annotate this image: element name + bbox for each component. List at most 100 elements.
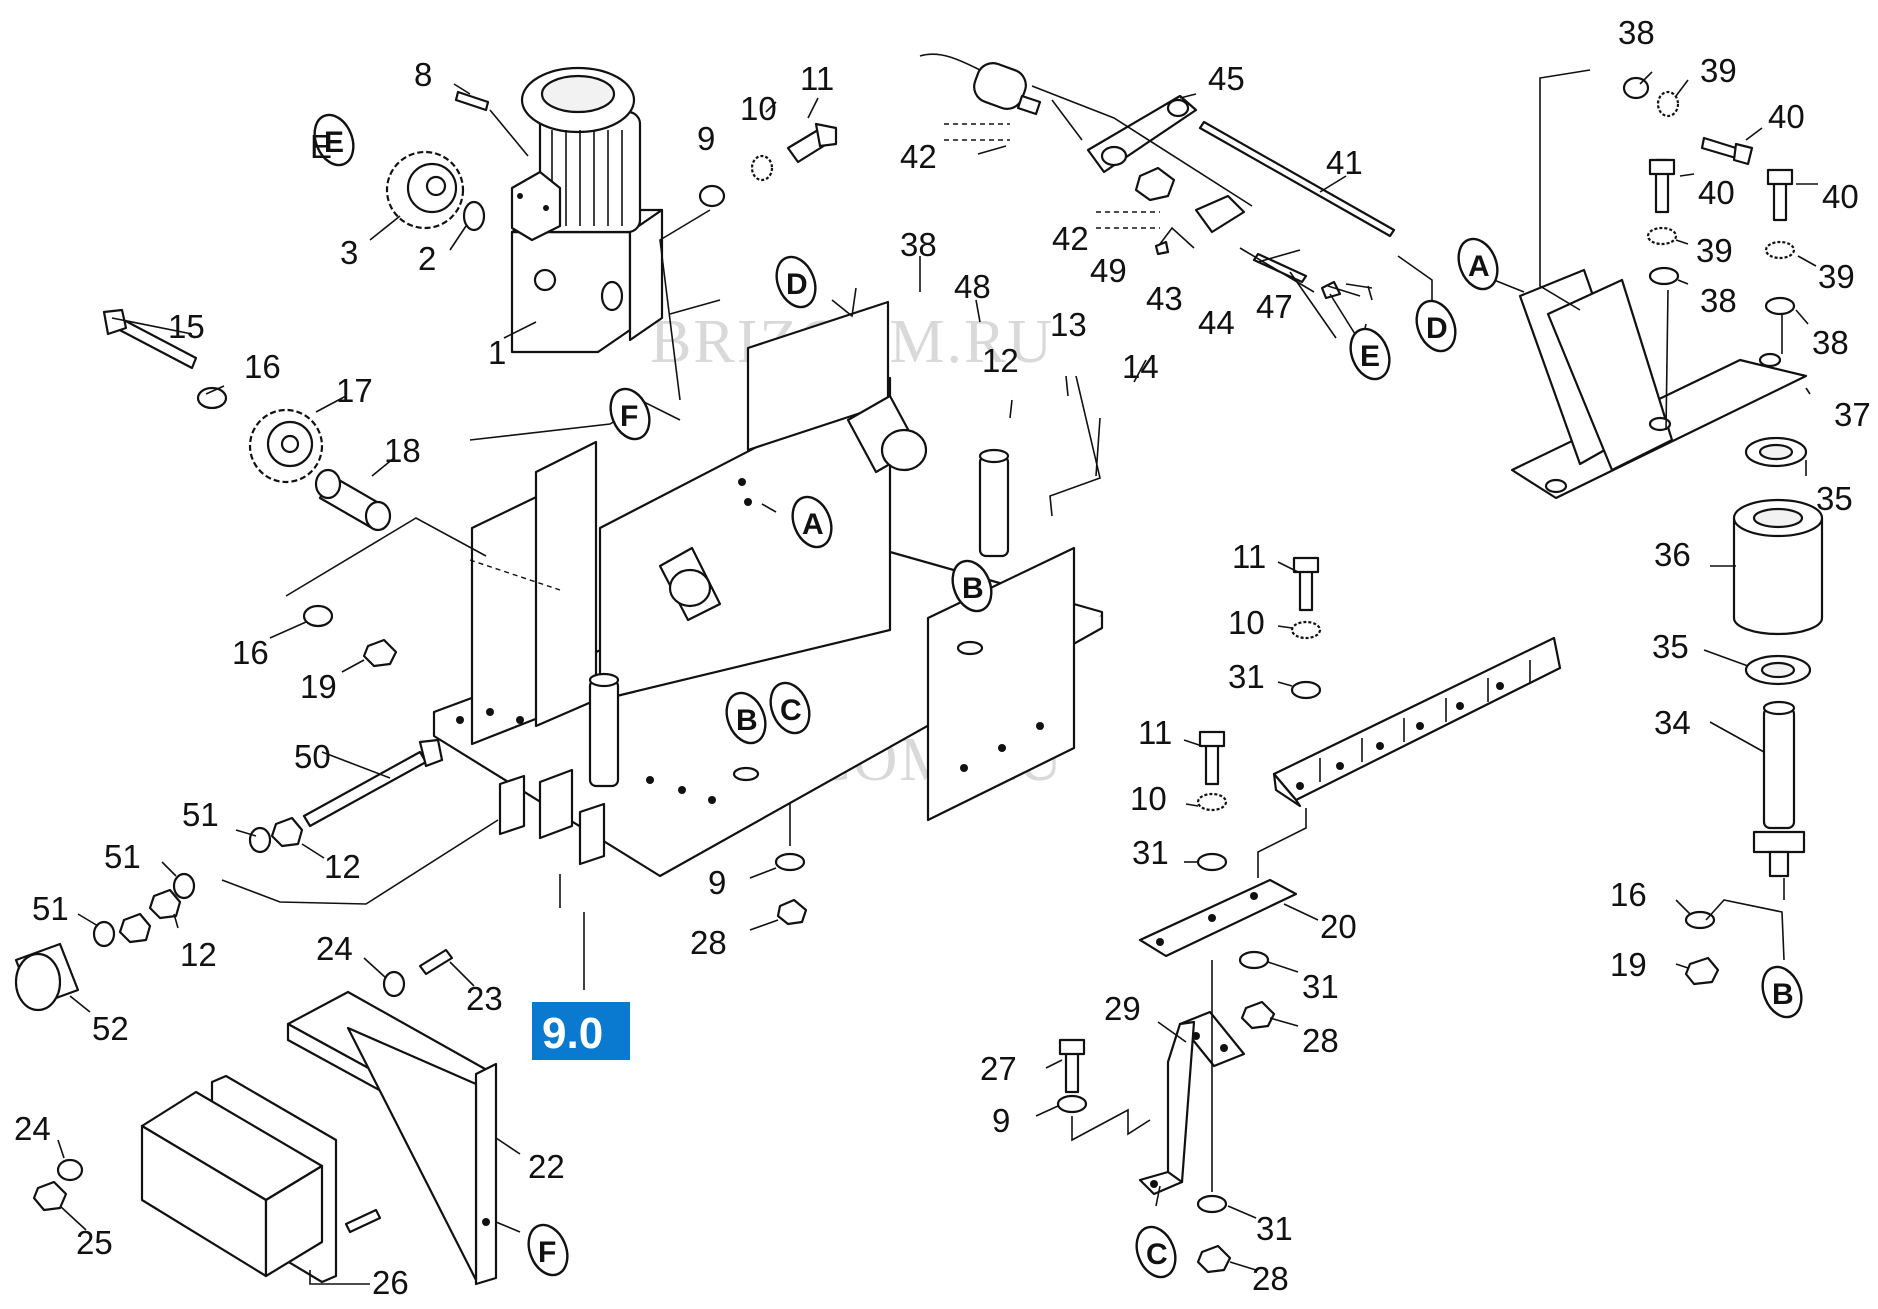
part-label: 24: [14, 1110, 51, 1147]
part-label: 8: [414, 56, 432, 93]
part-label: 26: [372, 1264, 409, 1301]
page-badge-text: 9.0: [542, 1009, 603, 1058]
washer-2: [462, 200, 486, 232]
svg-text:E: E: [1360, 340, 1380, 373]
sensor-bracket-45: [1086, 94, 1198, 174]
washer-51-b: [172, 872, 196, 900]
svg-text:D: D: [786, 268, 808, 301]
threaded-rod-41: [1198, 120, 1396, 238]
bolt-27-head: [1058, 1038, 1086, 1056]
nut-12-c: [118, 912, 152, 944]
part-label: 9: [697, 120, 715, 157]
lockwasher-10-mid-b: [1196, 792, 1228, 812]
gear-motor: [510, 66, 664, 354]
dash-42a: [944, 123, 1010, 141]
part-label: 40: [1822, 178, 1859, 215]
nut-12-a: [270, 816, 304, 848]
part-label: 16: [232, 634, 269, 671]
main-frame: [432, 300, 1104, 878]
washer-16-low: [302, 604, 334, 628]
part-label: 3: [340, 234, 358, 271]
part-label: 18: [384, 432, 421, 469]
washer-51-c: [92, 920, 116, 948]
part-label: 16: [1610, 876, 1647, 913]
svg-text:B: B: [1772, 978, 1794, 1011]
part-label: 38: [900, 226, 937, 263]
bearing-35-top: [1744, 436, 1808, 468]
lockwasher-10-top: [750, 154, 774, 182]
part-label: 29: [1104, 990, 1141, 1027]
part-label: 27: [980, 1050, 1017, 1087]
part-label: 31: [1228, 658, 1265, 695]
part-label: 35: [1816, 480, 1853, 517]
part-label: 11: [800, 60, 834, 97]
part-label: 14: [1122, 348, 1159, 385]
part-label: 16: [244, 348, 281, 385]
nut-28-low: [1240, 1000, 1276, 1030]
part-label: 19: [300, 668, 337, 705]
part-label: 25: [76, 1224, 113, 1261]
part-label: 28: [690, 924, 727, 961]
part-numbers: 8 11 10 9 42 45 41 38 39 40 40 40 39 39 …: [14, 14, 1871, 1301]
part-label: 10: [1228, 604, 1265, 641]
part-label: 12: [180, 936, 217, 973]
page-badge[interactable]: 9.0: [532, 1002, 630, 1060]
bolt-11-mid-a-head: [1292, 556, 1320, 574]
washer-24-left: [56, 1158, 84, 1182]
part-label: 39: [1700, 52, 1737, 89]
part-label: 12: [324, 848, 361, 885]
electrical-box: [140, 1090, 324, 1278]
part-label: 39: [1696, 232, 1733, 269]
part-label: 2: [418, 240, 436, 277]
shaft-18: [314, 468, 392, 532]
lockwasher-10-mid-a: [1290, 620, 1322, 640]
bearing-35-bottom: [1744, 654, 1812, 686]
part-label: 12: [982, 342, 1019, 379]
cap-52: [14, 942, 80, 1012]
washer-31-mid-b: [1196, 852, 1228, 872]
key-part: [454, 90, 490, 112]
washer-51-a: [248, 826, 272, 854]
svg-text:A: A: [1468, 250, 1490, 283]
callout-letters: E D A F A B B C D E B C F: [313, 113, 1803, 1279]
part-label: 51: [32, 890, 69, 927]
part-label: 13: [1050, 306, 1087, 343]
part-label: 38: [1700, 282, 1737, 319]
proximity-sensor: [919, 53, 1042, 116]
bracket-37: [1510, 268, 1808, 500]
part-label: 37: [1834, 396, 1871, 433]
part-label: 31: [1256, 1210, 1293, 1247]
part-label: 20: [1320, 908, 1357, 945]
dash-42b: [1096, 211, 1160, 229]
part-label: 19: [1610, 946, 1647, 983]
part-label: E: [310, 128, 332, 165]
washer-31-bottom: [1196, 1194, 1228, 1214]
roller-36: [1732, 498, 1824, 636]
part-label: 34: [1654, 704, 1691, 741]
part-label: 43: [1146, 280, 1183, 317]
part-label: 39: [1818, 258, 1855, 295]
part-label: 28: [1252, 1260, 1289, 1297]
part-label: 51: [104, 838, 141, 875]
part-label: 23: [466, 980, 503, 1017]
part-label: 51: [182, 796, 219, 833]
part-label: 9: [992, 1102, 1010, 1139]
leader-chain-plate: [1257, 808, 1307, 878]
washer-31-low: [1238, 950, 1270, 970]
part-label: 38: [1812, 324, 1849, 361]
nut-25: [32, 1180, 68, 1212]
part-label: 11: [1232, 538, 1266, 575]
svg-text:E: E: [324, 126, 344, 159]
bracket-29: [1138, 1010, 1246, 1196]
part-label: 42: [900, 138, 937, 175]
part-label: 31: [1302, 968, 1339, 1005]
part-label: 40: [1768, 98, 1805, 135]
svg-text:F: F: [538, 1236, 556, 1269]
washer-9-frame: [774, 852, 806, 872]
svg-text:B: B: [962, 572, 984, 605]
dash-shaft: [469, 559, 561, 591]
bolt-11-mid-b-head: [1198, 730, 1226, 748]
part-label: 9: [708, 864, 726, 901]
chain-guide: [1272, 636, 1562, 808]
part-label: 38: [1618, 14, 1655, 51]
